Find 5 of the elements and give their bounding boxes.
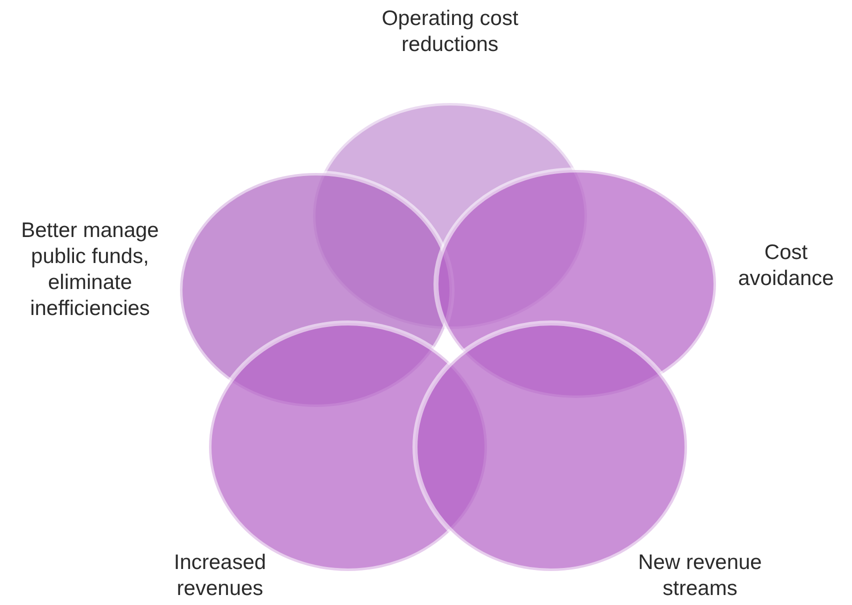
circle-label: Cost avoidance: [737, 240, 835, 292]
circle-label: Increased revenues: [172, 550, 268, 602]
circle-label: Operating cost reductions: [380, 6, 520, 58]
circle-label: Better manage public funds, eliminate inefficiencies: [20, 218, 160, 322]
circle-label: New revenue streams: [637, 550, 763, 602]
